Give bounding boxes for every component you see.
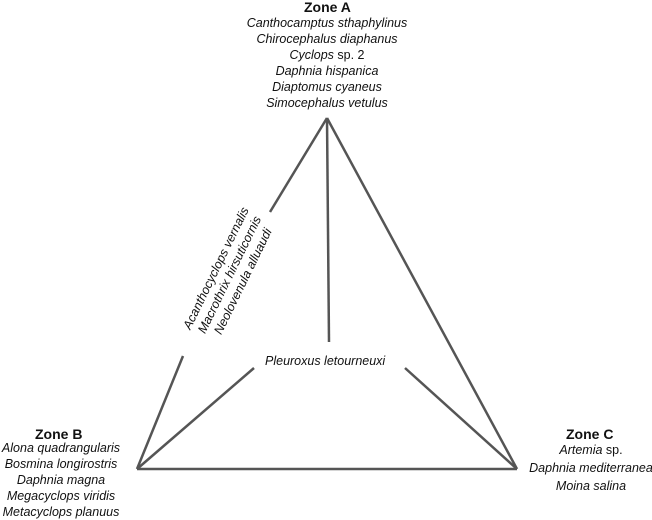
species-item: Alona quadrangularis [0, 440, 132, 456]
species-item: Megacyclops viridis [0, 488, 132, 504]
species-suffix: sp. [602, 443, 623, 457]
zone-b-title: Zone B [35, 426, 83, 442]
species-name: Simocephalus vetulus [266, 96, 388, 110]
center-line-c [404, 367, 518, 470]
species-item: Artemia sp. [527, 441, 652, 459]
center-line-b [136, 367, 255, 470]
species-name: Canthocamptus sthaphylinus [246, 16, 408, 30]
species-item: Simocephalus vetulus [227, 95, 427, 111]
zone-a-title: Zone A [304, 0, 351, 15]
species-suffix: sp. 2 [333, 48, 365, 62]
species-name: Daphnia mediterranea [529, 461, 652, 475]
species-name: Daphnia magna [16, 473, 106, 487]
species-name: Artemia [559, 443, 603, 457]
species-item: Moina salina [527, 477, 652, 495]
species-name: Cyclops [289, 48, 334, 62]
species-name: Bosmina longirostris [4, 457, 118, 471]
species-item: Daphnia hispanica [227, 63, 427, 79]
species-name: Daphnia hispanica [275, 64, 379, 78]
species-name: Alona quadrangularis [1, 441, 121, 455]
species-item: Metacyclops planuus [0, 504, 132, 520]
species-item: Cyclops sp. 2 [227, 47, 427, 63]
species-item: Bosmina longirostris [0, 456, 132, 472]
species-item: Daphnia magna [0, 472, 132, 488]
species-item: Daphnia mediterranea [527, 459, 652, 477]
species-name: Moina salina [555, 479, 627, 493]
species-name: Diaptomus cyaneus [272, 80, 382, 94]
zone-c-title: Zone C [566, 426, 614, 442]
center-species-label: Pleuroxus letourneuxi [265, 354, 386, 368]
edge-a-c [325, 117, 519, 470]
species-item: Diaptomus cyaneus [227, 79, 427, 95]
species-name: Chirocephalus diaphanus [256, 32, 398, 46]
species-item: Chirocephalus diaphanus [227, 31, 427, 47]
species-item: Canthocamptus sthaphylinus [227, 15, 427, 31]
edge-a-b-upper [268, 117, 329, 213]
edge-a-b-lower [135, 355, 185, 470]
species-name: Megacyclops viridis [6, 489, 116, 503]
species-name: Metacyclops planuus [2, 505, 120, 519]
center-line-a [325, 117, 331, 343]
